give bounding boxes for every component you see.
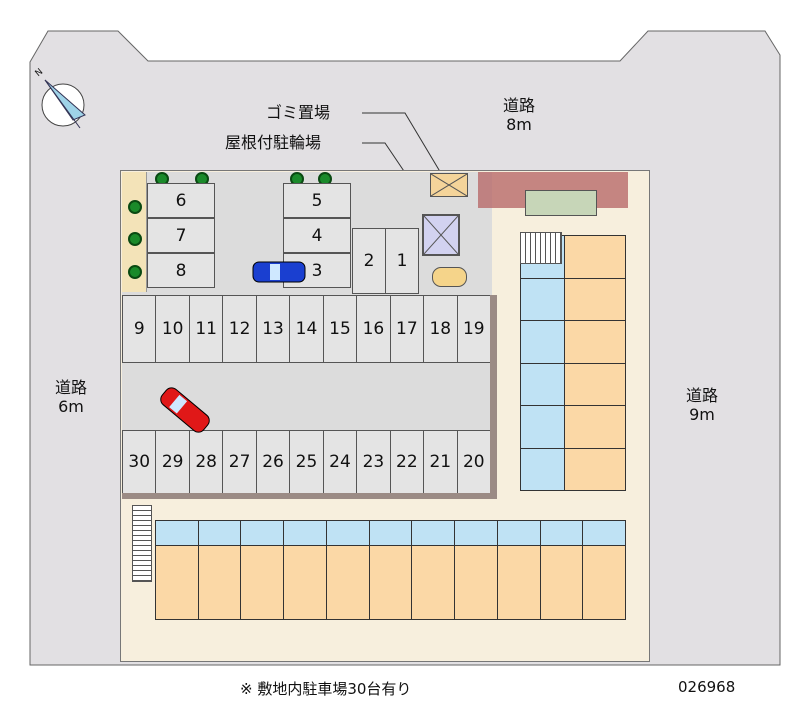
unit-room: [564, 405, 626, 449]
parking-space: 5: [283, 183, 351, 218]
parking-space: 11: [188, 295, 224, 363]
tree-icon: [128, 265, 142, 279]
unit-wet-area: [155, 520, 199, 546]
parking-space: 17: [389, 295, 425, 363]
unit-wet-area: [520, 277, 565, 321]
parking-space: 18: [423, 295, 458, 363]
bicycle-parking-label: 屋根付駐輪場: [225, 133, 322, 152]
cross-icon: [430, 173, 468, 197]
unit-wet-area: [520, 405, 565, 449]
parking-space: 12: [222, 295, 257, 363]
unit-room: [564, 447, 626, 491]
red-car-icon: [160, 387, 210, 433]
parking-note: ※ 敷地内駐車場30台有り: [240, 680, 412, 698]
parking-space: 22: [389, 430, 425, 494]
unit-room: [325, 545, 370, 620]
planter-oval: [432, 267, 467, 287]
parking-space: 7: [147, 218, 215, 253]
parking-space: 25: [289, 430, 324, 494]
road-name: 道路: [503, 96, 536, 115]
parking-space: 8: [147, 253, 215, 288]
unit-room: [283, 545, 327, 620]
parking-space: 13: [255, 295, 291, 363]
road-width: 8m: [506, 115, 532, 134]
unit-wet-area: [520, 362, 565, 406]
unit-room: [368, 545, 413, 620]
unit-wet-area: [582, 520, 626, 546]
parking-space: 30: [122, 430, 157, 494]
lot-edge: [122, 493, 497, 499]
blue-car-icon: [252, 261, 306, 283]
unit-room: [582, 545, 626, 620]
garbage-area: [430, 173, 468, 197]
parking-space: 15: [322, 295, 358, 363]
unit-wet-area: [454, 520, 498, 546]
unit-wet-area: [240, 520, 285, 546]
unit-wet-area: [368, 520, 413, 546]
parking-space: 23: [356, 430, 391, 494]
property-code: 026968: [678, 678, 736, 696]
road-width: 6m: [58, 397, 84, 416]
parking-space: 6: [147, 183, 215, 218]
unit-wet-area: [197, 520, 242, 546]
parking-space: 1: [385, 228, 419, 294]
parking-space: 21: [423, 430, 458, 494]
bicycle-shelter: [422, 214, 460, 256]
parking-space: 24: [322, 430, 358, 494]
stairs: [132, 505, 152, 582]
unit-room: [564, 320, 626, 364]
parking-space: 29: [155, 430, 190, 494]
unit-wet-area: [325, 520, 370, 546]
unit-room: [240, 545, 285, 620]
compass-icon: [41, 79, 86, 129]
parking-space: 2: [352, 228, 386, 294]
tree-icon: [128, 232, 142, 246]
parking-space: 26: [255, 430, 291, 494]
parking-space: 27: [222, 430, 257, 494]
unit-wet-area: [411, 520, 456, 546]
unit-wet-area: [539, 520, 584, 546]
road-name: 道路: [55, 378, 88, 397]
parking-space: 28: [188, 430, 224, 494]
parking-space: 19: [456, 295, 491, 363]
road-name: 道路: [686, 386, 719, 405]
garbage-leader-line: [362, 112, 449, 186]
garbage-label: ゴミ置場: [266, 103, 331, 122]
entrance-garden: [525, 190, 597, 216]
parking-space: 9: [122, 295, 157, 363]
unit-wet-area: [520, 320, 565, 364]
unit-room: [564, 235, 626, 279]
parking-space: 4: [283, 218, 351, 253]
parking-space: 20: [456, 430, 491, 494]
unit-room: [496, 545, 541, 620]
lot-edge: [490, 295, 497, 499]
parking-space: 10: [155, 295, 190, 363]
unit-room: [197, 545, 242, 620]
unit-room: [564, 277, 626, 321]
unit-room: [454, 545, 498, 620]
unit-wet-area: [283, 520, 327, 546]
stairs: [520, 232, 562, 264]
unit-room: [411, 545, 456, 620]
unit-wet-area: [496, 520, 541, 546]
unit-room: [539, 545, 584, 620]
cross-icon: [423, 215, 459, 255]
tree-icon: [128, 200, 142, 214]
unit-room: [564, 362, 626, 406]
road-width: 9m: [689, 405, 715, 424]
parking-space: 16: [356, 295, 391, 363]
parking-space: 14: [289, 295, 324, 363]
unit-room: [155, 545, 199, 620]
unit-wet-area: [520, 447, 565, 491]
